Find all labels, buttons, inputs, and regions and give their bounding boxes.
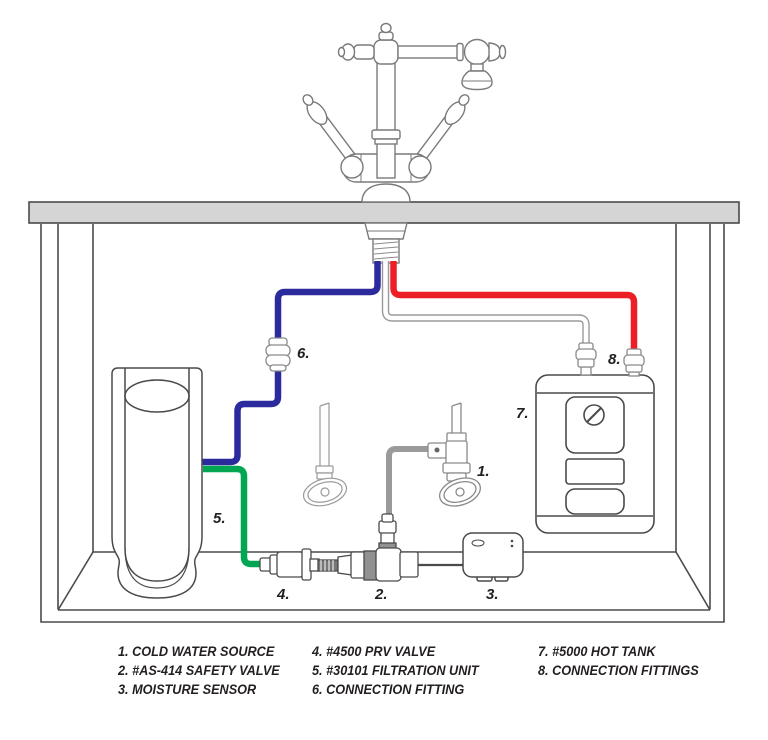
legend-column-1: 1. COLD WATER SOURCE 2. #AS-414 SAFETY V…	[118, 642, 280, 699]
faucet-spout	[397, 38, 507, 91]
installation-diagram: 1. 2. 3. 4. 5. 6. 7. 8.	[28, 22, 740, 623]
connection-fittings-8	[575, 342, 645, 377]
callout-5: 5.	[213, 510, 226, 527]
connection-fitting-6	[265, 337, 291, 372]
tube-gray-supply	[386, 446, 433, 516]
supply-stub-pipe	[302, 402, 348, 507]
prv-valve	[259, 548, 339, 581]
filtration-unit	[111, 367, 203, 599]
legend-item: 5. #30101 FILTRATION UNIT	[312, 663, 479, 678]
legend-item: 7. #5000 HOT TANK	[538, 644, 656, 659]
tube-blue-filtered-cold	[202, 261, 381, 466]
callout-4: 4.	[276, 586, 290, 603]
tube-green-filter-feed	[203, 465, 264, 568]
cold-water-source	[427, 402, 482, 507]
tube-white-tank-feed	[383, 261, 589, 347]
callout-1: 1.	[477, 463, 490, 480]
faucet-left-handle	[302, 94, 358, 164]
tube-white-tank-feed-outline	[381, 261, 590, 347]
faucet	[302, 22, 507, 203]
callout-2: 2.	[374, 586, 388, 603]
callout-3: 3.	[486, 586, 499, 603]
safety-valve	[337, 513, 419, 582]
callout-8: 8.	[608, 351, 621, 368]
legend-item: 3. MOISTURE SENSOR	[118, 682, 257, 697]
countertop	[28, 201, 740, 224]
hot-tank	[535, 374, 655, 534]
moisture-sensor	[462, 532, 524, 582]
legend-column-3: 7. #5000 HOT TANK 8. CONNECTION FITTINGS	[538, 642, 699, 680]
legend-item: 4. #4500 PRV VALVE	[312, 644, 436, 659]
faucet-right-handle	[414, 94, 470, 164]
legend-item: 8. CONNECTION FITTINGS	[538, 663, 699, 678]
callout-6: 6.	[297, 345, 310, 362]
callout-7: 7.	[516, 405, 529, 422]
legend-item: 2. #AS-414 SAFETY VALVE	[118, 663, 280, 678]
legend-item: 1. COLD WATER SOURCE	[118, 644, 275, 659]
legend-column-2: 4. #4500 PRV VALVE 5. #30101 FILTRATION …	[312, 642, 479, 699]
faucet-shank	[364, 222, 408, 264]
legend-item: 6. CONNECTION FITTING	[312, 682, 465, 697]
tube-red-hot	[390, 261, 638, 352]
